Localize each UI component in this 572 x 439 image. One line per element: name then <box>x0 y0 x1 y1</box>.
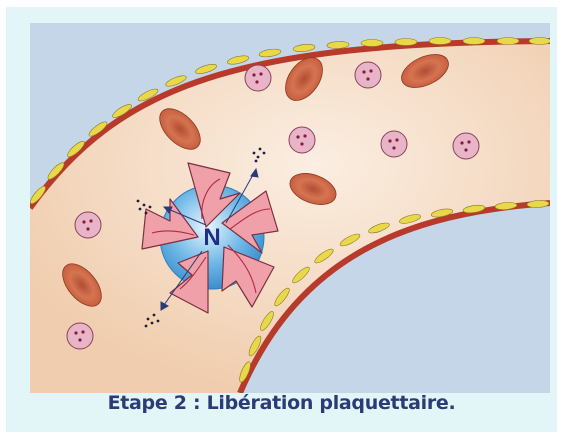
platelet-icon <box>289 127 315 153</box>
platelet-icon <box>453 133 479 159</box>
platelet-icon <box>245 65 271 91</box>
figure-panel: N Etape 2 : Libération plaquettaire. <box>6 7 557 432</box>
platelet-icon <box>381 131 407 157</box>
platelet-icon <box>75 212 101 238</box>
nucleus-label: N <box>203 224 220 251</box>
platelet-release-illustration: N <box>30 23 550 393</box>
platelet-icon <box>355 62 381 88</box>
figure-caption: Etape 2 : Libération plaquettaire. <box>6 392 557 422</box>
platelet-icon <box>67 323 93 349</box>
